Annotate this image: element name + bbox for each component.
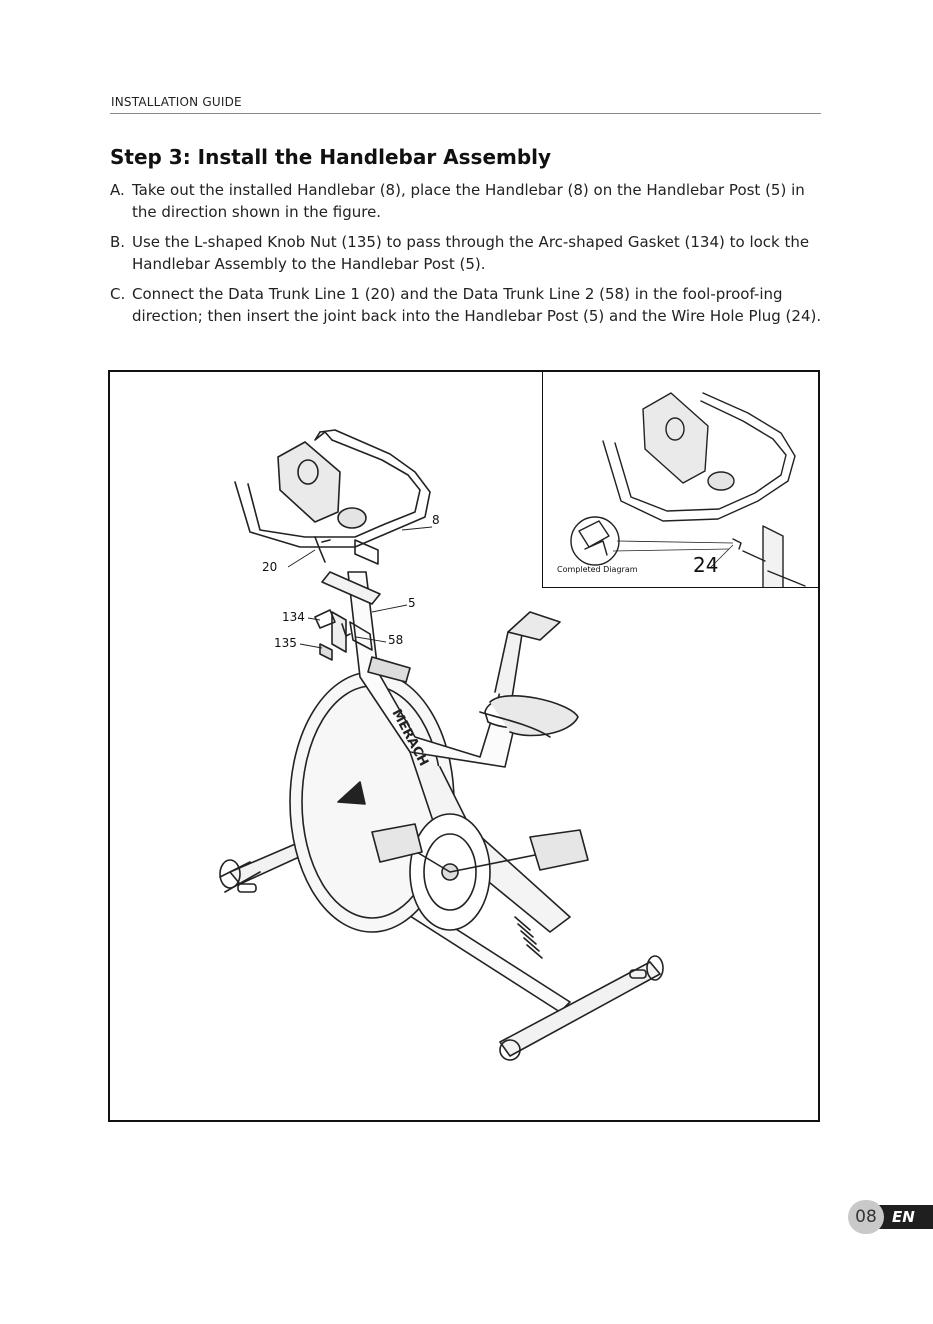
instruction-marker: B. bbox=[110, 233, 126, 251]
header-rule bbox=[110, 113, 821, 114]
instruction-list: A. Take out the installed Handlebar (8),… bbox=[110, 179, 825, 335]
page-badge: 08 EN bbox=[848, 1200, 933, 1234]
callout-data-trunk-line-2: 58 bbox=[388, 633, 404, 647]
instruction-marker: A. bbox=[110, 181, 125, 199]
callout-wire-hole-plug: 24 bbox=[693, 553, 719, 577]
step-title: Step 3: Install the Handlebar Assembly bbox=[110, 145, 552, 169]
assembly-figure: MERACH bbox=[108, 370, 820, 1122]
inset-caption: Completed Diagram bbox=[557, 565, 638, 574]
callout-data-trunk-line-1: 20 bbox=[262, 560, 278, 574]
completed-diagram-drawing bbox=[570, 392, 806, 587]
instruction-item: B. Use the L-shaped Knob Nut (135) to pa… bbox=[110, 231, 825, 275]
completed-diagram-inset: Completed Diagram 24 bbox=[542, 372, 818, 588]
instruction-item: A. Take out the installed Handlebar (8),… bbox=[110, 179, 825, 223]
instruction-item: C. Connect the Data Trunk Line 1 (20) an… bbox=[110, 283, 825, 327]
page-number: 08 bbox=[848, 1200, 884, 1234]
callout-handlebar: 8 bbox=[432, 513, 440, 527]
instruction-text: Connect the Data Trunk Line 1 (20) and t… bbox=[132, 285, 822, 325]
callout-arc-gasket: 134 bbox=[282, 610, 305, 624]
callout-handlebar-post: 5 bbox=[408, 596, 416, 610]
exercise-bike-drawing: MERACH bbox=[219, 429, 664, 1061]
instruction-marker: C. bbox=[110, 285, 126, 303]
callout-knob-nut: 135 bbox=[274, 636, 297, 650]
instruction-text: Use the L-shaped Knob Nut (135) to pass … bbox=[132, 233, 810, 273]
instruction-text: Take out the installed Handlebar (8), pl… bbox=[132, 181, 805, 221]
header-label: INSTALLATION GUIDE bbox=[111, 95, 242, 109]
